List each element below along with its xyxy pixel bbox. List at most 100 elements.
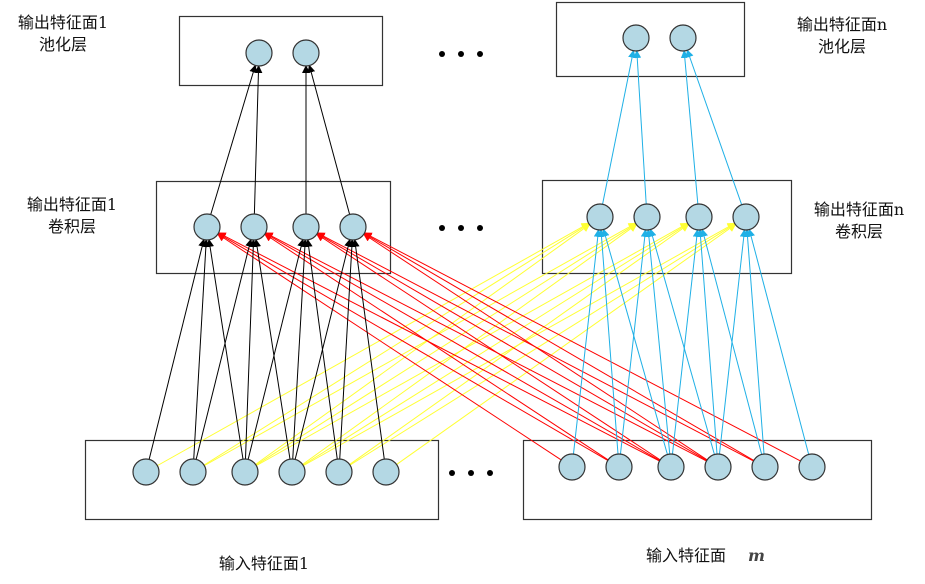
edge-input1-to-conv1 xyxy=(148,238,207,461)
edge-inputm-to-conv1 xyxy=(264,233,610,461)
edge-input1-to-conv1 xyxy=(244,238,258,461)
pool1-node xyxy=(292,39,320,67)
input1-node xyxy=(231,458,259,486)
edge-conv1-to-pool1 xyxy=(209,64,258,216)
edge-inputm-to-convn xyxy=(743,228,765,456)
pooln-box xyxy=(555,1,746,78)
edge-input1-to-convn xyxy=(202,223,590,467)
edge-input1-to-convn xyxy=(301,223,689,467)
inputm-label-var: m xyxy=(748,546,765,565)
input1-node xyxy=(278,458,306,486)
edge-input1-to-convn xyxy=(254,223,637,466)
edge-input1-to-convn xyxy=(203,222,637,467)
pool1-node xyxy=(245,39,273,67)
inputm-node xyxy=(704,453,732,481)
edge-inputm-to-convn xyxy=(644,228,671,456)
edge-inputm-to-convn xyxy=(648,228,716,456)
edge-input1-to-convn xyxy=(255,222,689,467)
pooln-label: 输出特征面n 池化层 xyxy=(786,14,898,58)
input1-label: 输入特征面1 xyxy=(208,553,320,575)
pool1-box xyxy=(178,15,384,87)
edge-input1-to-convn xyxy=(254,224,591,466)
edges-feature-map-n xyxy=(572,49,810,456)
inputm-node xyxy=(657,453,685,481)
conv1-label: 输出特征面1 卷积层 xyxy=(16,194,128,238)
pooln-label-line1: 输出特征面n xyxy=(796,15,888,34)
edge-inputm-to-convn xyxy=(601,228,669,456)
edge-conv1-to-pool1 xyxy=(307,64,351,216)
convn-label: 输出特征面n 卷积层 xyxy=(803,199,915,243)
conv1-node xyxy=(240,213,268,241)
inputm-node xyxy=(605,453,633,481)
edge-conv1-to-pool1 xyxy=(253,64,263,216)
conv1-node xyxy=(193,213,221,241)
convn-label-line1: 输出特征面n xyxy=(813,200,905,219)
edge-inputm-to-conv1 xyxy=(217,233,609,462)
edge-inputm-to-conv1 xyxy=(316,233,708,462)
edge-input1-to-conv1 xyxy=(206,238,244,461)
input1-label-text: 输入特征面1 xyxy=(218,554,310,573)
edge-input1-to-conv1 xyxy=(193,238,210,461)
edge-inputm-to-convn xyxy=(747,228,810,456)
edge-inputm-to-convn xyxy=(696,228,718,456)
edge-input1-to-conv1 xyxy=(292,238,309,461)
convn-label-line2: 卷积层 xyxy=(834,222,883,241)
pool1-label-line2: 池化层 xyxy=(38,35,87,54)
edge-input1-to-convn xyxy=(348,223,736,467)
input1-node xyxy=(372,458,400,486)
edge-inputm-to-convn xyxy=(597,228,619,456)
edge-inputm-to-convn xyxy=(718,228,748,456)
edge-input1-to-conv1 xyxy=(339,238,356,461)
edge-convn-to-pooln xyxy=(601,49,636,206)
pool1-label-line1: 输出特征面1 xyxy=(17,13,109,32)
cross-edges-inputm-to-conv1 xyxy=(217,232,802,462)
edge-inputm-to-conv1 xyxy=(363,233,709,461)
edges-feature-map-1 xyxy=(148,64,385,461)
edge-input1-to-conv1 xyxy=(294,238,353,461)
convn-node xyxy=(732,203,760,231)
edge-inputm-to-conv1 xyxy=(264,232,708,462)
convn-node xyxy=(633,203,661,231)
edge-input1-to-conv1 xyxy=(247,238,306,461)
edge-inputm-to-conv1 xyxy=(264,232,661,462)
edge-input1-to-convn xyxy=(301,224,638,466)
input1-node xyxy=(325,458,353,486)
inputm-label: 输入特征面 m xyxy=(646,545,806,567)
edge-inputm-to-conv1 xyxy=(217,233,563,461)
input1-node xyxy=(132,458,160,486)
edge-inputm-to-convn xyxy=(619,228,649,456)
neuron-nodes xyxy=(132,24,826,486)
conv1-label-line2: 卷积层 xyxy=(47,217,96,236)
inputm-node xyxy=(751,453,779,481)
pooln-label-line2: 池化层 xyxy=(817,37,866,56)
edge-inputm-to-convn xyxy=(671,228,701,456)
convn-node xyxy=(685,203,713,231)
edge-convn-to-pooln xyxy=(633,49,647,206)
ellipsis-top xyxy=(439,51,483,57)
edge-input1-to-convn xyxy=(302,222,736,467)
edge-inputm-to-conv1 xyxy=(316,233,662,461)
edge-inputm-to-conv1 xyxy=(363,232,802,462)
conv1-label-line1: 输出特征面1 xyxy=(26,195,118,214)
edge-input1-to-conv1 xyxy=(195,238,254,461)
inputm-label-text: 输入特征面 xyxy=(646,546,727,565)
conv1-node xyxy=(292,213,320,241)
input1-box xyxy=(84,439,440,521)
edge-inputm-to-conv1 xyxy=(217,232,661,462)
conv1-node xyxy=(339,213,367,241)
edge-input1-to-convn xyxy=(156,222,590,467)
inputm-box xyxy=(522,439,873,521)
edge-input1-to-conv1 xyxy=(351,238,385,461)
convn-node xyxy=(586,203,614,231)
input1-node xyxy=(179,458,207,486)
pooln-node xyxy=(669,24,697,52)
edge-input1-to-convn xyxy=(395,223,737,466)
inputm-node xyxy=(798,453,826,481)
ellipsis-middle xyxy=(439,225,483,231)
pooln-node xyxy=(622,24,650,52)
edge-convn-to-pooln xyxy=(685,49,743,206)
edge-inputm-to-conv1 xyxy=(363,233,755,462)
pool1-label: 输出特征面1 池化层 xyxy=(8,12,118,56)
edge-input1-to-conv1 xyxy=(253,238,291,461)
